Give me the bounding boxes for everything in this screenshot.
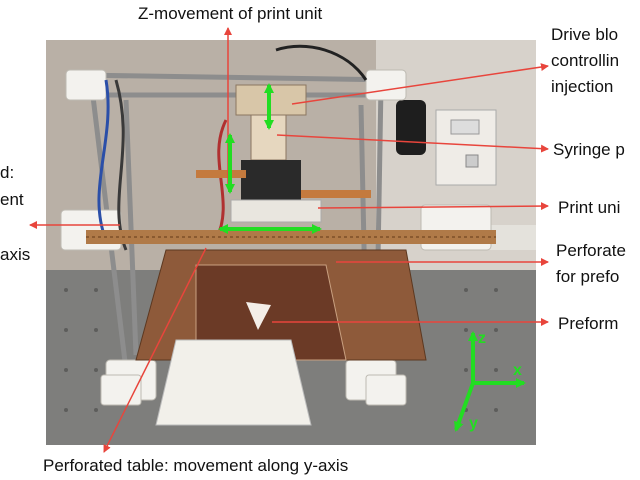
label-preform: Preform xyxy=(558,314,619,333)
frame-corner xyxy=(65,69,107,101)
label-left-3: axis xyxy=(0,245,31,264)
black-device xyxy=(396,100,426,155)
label-perforated-bar-2: for prefo xyxy=(556,267,620,286)
frame-corner xyxy=(365,69,407,101)
label-perforated-bar-1: Perforate xyxy=(556,241,626,260)
label-z-movement: Z-movement of print unit xyxy=(138,4,323,23)
syringe xyxy=(250,114,287,161)
label-print-unit: Print uni xyxy=(558,198,621,217)
label-syringe: Syringe p xyxy=(553,140,625,159)
axis-z-label: z xyxy=(478,330,486,347)
preform-highlight xyxy=(246,302,271,330)
copper-ribbon xyxy=(301,190,371,198)
printer-photo xyxy=(46,40,536,445)
label-drive-block-3: injection xyxy=(551,77,614,96)
label-perforated-table: Perforated table: movement along y-axis xyxy=(43,456,349,475)
label-left-1: d: xyxy=(0,163,15,182)
drive-block xyxy=(235,84,307,116)
label-left-2: ent xyxy=(0,190,24,209)
label-drive-block-2: controllin xyxy=(551,51,620,70)
copper-ribbon xyxy=(196,170,246,178)
axis-y-label: y xyxy=(469,415,478,432)
print-unit-carriage xyxy=(230,199,322,223)
label-drive-block-1: Drive blo xyxy=(551,25,619,44)
sliding-plate xyxy=(155,339,312,426)
axis-x-label: x xyxy=(513,362,522,379)
stepper-motor xyxy=(241,160,301,205)
